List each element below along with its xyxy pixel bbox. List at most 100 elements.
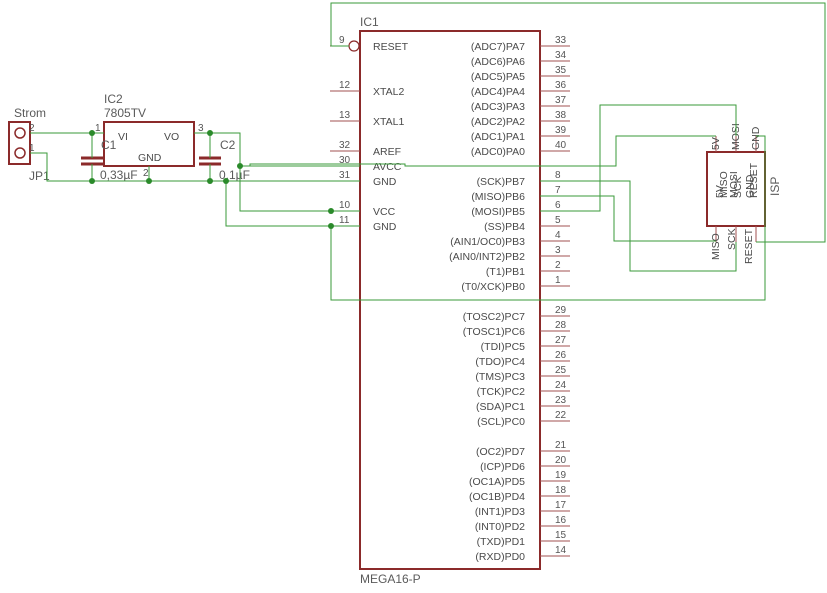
- ic1-pin-name: XTAL2: [373, 86, 404, 98]
- c2-symbol: [199, 156, 221, 166]
- ic1-pin-27: 27(TDI)PC5: [481, 335, 570, 353]
- ic1-pin-name: (ADC4)PA4: [471, 86, 525, 98]
- ic1-pin-name: (OC2)PD7: [476, 446, 525, 458]
- ic1-pin-num: 32: [339, 140, 351, 151]
- isp-inner-gnd: GND: [744, 174, 756, 198]
- ic1-pin-num: 5: [555, 215, 561, 226]
- isp-ref: ISP: [768, 177, 782, 196]
- jp1-pad-1: [14, 147, 26, 159]
- ic1-pin-num: 28: [555, 320, 567, 331]
- ic1-pin-25: 25(TMS)PC3: [475, 365, 570, 383]
- ic1-pin-1: 1(T0/XCK)PB0: [461, 275, 570, 293]
- ic1-pin-num: 8: [555, 170, 561, 181]
- isp-pins: [715, 136, 757, 242]
- ic1-pin-name: (ADC5)PA5: [471, 71, 525, 83]
- jp1-pad-2: [14, 127, 26, 139]
- ic1-pin-num: 11: [339, 215, 350, 226]
- ic1-pin-name: AREF: [373, 146, 401, 158]
- ic1-pin-name: (SCK)PB7: [477, 176, 526, 188]
- ic1-pin-name: (ADC7)PA7: [471, 41, 525, 53]
- ic1-pin-name: AVCC: [373, 161, 402, 173]
- ic1-pin-18: 18 (OC1B)PD4: [469, 485, 570, 503]
- ic1-pin-num: 1: [555, 275, 561, 286]
- ic1-pin-num: 14: [555, 545, 567, 556]
- ic1-pin-num: 2: [555, 260, 561, 271]
- isp-inner-5v: 5V: [714, 185, 726, 198]
- ic1-pin-38: 38(ADC2)PA2: [471, 110, 570, 128]
- jp1-body: [8, 121, 31, 165]
- ic1-pin-name: (MOSI)PB5: [471, 206, 525, 218]
- isp-inner-sck: SCK: [732, 176, 744, 198]
- isp-label-5v: 5V: [710, 137, 722, 150]
- ic1-pin-num: 4: [555, 230, 561, 241]
- ic1-pin-name: (TCK)PC2: [477, 386, 526, 398]
- ic1-pin-24: 24 (TCK)PC2: [477, 380, 570, 398]
- ic1-pin-num: 15: [555, 530, 567, 541]
- ic1-pin-name: (OC1A)PD5: [469, 476, 525, 488]
- ic2-pin2-num: 2: [143, 168, 149, 179]
- c1-symbol: [81, 156, 103, 166]
- ic1-pin-num: 38: [555, 110, 567, 121]
- ic2-vo-label: VO: [164, 131, 179, 143]
- ic1-pin-39: 39(ADC1)PA1: [471, 125, 570, 143]
- ic1-pin-name: (SS)PB4: [484, 221, 525, 233]
- ic1-pin-28: 28(TOSC1)PC6: [463, 320, 570, 338]
- ic1-pin-2: 2(T1)PB1: [486, 260, 570, 278]
- ic1-pin-name: (ADC0)PA0: [471, 146, 525, 158]
- ic1-pin-name: (OC1B)PD4: [469, 491, 525, 503]
- wire-jp-gnd: [30, 152, 92, 182]
- ic1-pin-name: (RXD)PD0: [475, 551, 525, 563]
- ic2-ref: IC2: [104, 92, 123, 106]
- ic1-pin-name: (INT0)PD2: [475, 521, 525, 533]
- ic1-pin-name: (ICP)PD6: [480, 461, 525, 473]
- ic1-pin-29: 29(TOSC2)PC7: [463, 305, 570, 323]
- jp1-ref: JP1: [29, 169, 50, 183]
- ic1-pin-num: 19: [555, 470, 567, 481]
- ic1-pin-15: 15 (TXD)PD1: [477, 530, 570, 548]
- ic1-pin-num: 22: [555, 410, 567, 421]
- ic1-pin-21: 21(OC2)PD7: [476, 440, 570, 458]
- ic1-pin-num: 34: [555, 50, 567, 61]
- ic1-pin-num: 24: [555, 380, 567, 391]
- ic1-pin-num: 9: [339, 35, 345, 46]
- junctions: [89, 130, 334, 229]
- jp1-pin2-num: 2: [29, 123, 35, 134]
- ic1-pin-name: (MISO)PB6: [471, 191, 525, 203]
- ic1-pin-20: 20(ICP)PD6: [480, 455, 570, 473]
- ic1-pin-37: 37(ADC3)PA3: [471, 95, 570, 113]
- ic1-pin-num: 40: [555, 140, 567, 151]
- ic1-pin-name: GND: [373, 176, 397, 188]
- ic1-pin-name: (INT1)PD3: [475, 506, 525, 518]
- c1-ref: C1: [101, 138, 117, 152]
- ic1-pin-num: 25: [555, 365, 567, 376]
- ic1-pin-num: 12: [339, 80, 351, 91]
- ic1-pin-num: 29: [555, 305, 567, 316]
- ic1-pin-name: (TXD)PD1: [477, 536, 526, 548]
- ic1-pin-3: 3(AIN0/INT2)PB2: [449, 245, 570, 263]
- ic1-pin-name: (SDA)PC1: [476, 401, 525, 413]
- ic1-pin-17: 17(INT1)PD3: [475, 500, 570, 518]
- ic1-pin-name: VCC: [373, 206, 396, 218]
- ic1-pin-34: 34(ADC6)PA6: [471, 50, 570, 68]
- wire-mosi: [540, 104, 737, 212]
- ic1-pin-19: 19 (OC1A)PD5: [469, 470, 570, 488]
- ic1-pin-num: 18: [555, 485, 567, 496]
- isp-inner-reset: RESET: [748, 162, 760, 198]
- ic1-right-pins: 33(ADC7)PA734(ADC6)PA635(ADC5)PA536(ADC4…: [449, 35, 570, 563]
- ic1-pin-num: 31: [339, 170, 351, 181]
- ic2-vi-label: VI: [118, 131, 128, 143]
- ic1-pin-name: XTAL1: [373, 116, 404, 128]
- ic1-pin-name: GND: [373, 221, 397, 233]
- isp-label-gnd: GND: [750, 126, 762, 150]
- ic1-pin-name: (ADC3)PA3: [471, 101, 525, 113]
- isp-inner-miso: MISO: [718, 171, 730, 198]
- ic1-pin-name: (SCL)PC0: [477, 416, 525, 428]
- ic1-pin-num: 13: [339, 110, 351, 121]
- isp-label-miso: MISO: [710, 233, 722, 260]
- isp-inner-mosi: MOSI: [728, 171, 740, 198]
- ic1-value: MEGA16-P: [360, 572, 421, 586]
- ic1-pin-num: 3: [555, 245, 561, 256]
